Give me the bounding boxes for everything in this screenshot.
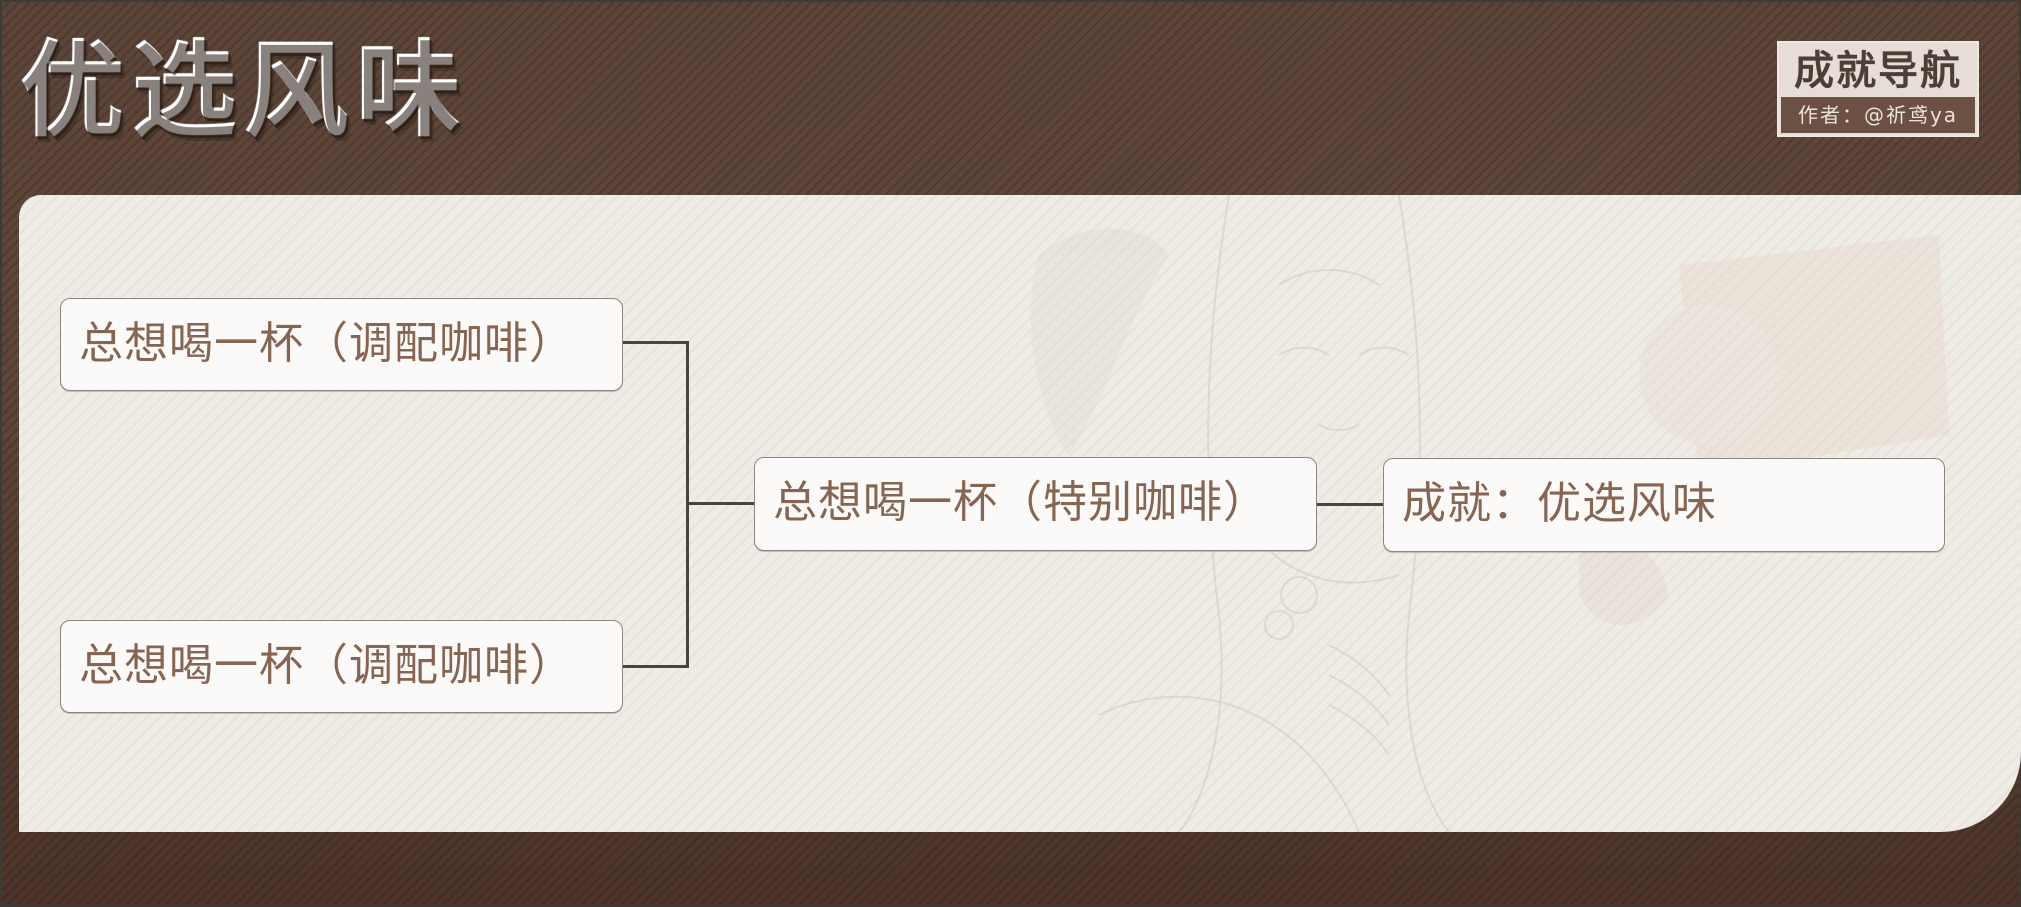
achievement-guide-badge: 成就导航 作者：@祈鸢ya xyxy=(1777,41,1979,137)
page-title: 优选风味 xyxy=(20,28,469,151)
diagram-panel: 总想喝一杯（调配咖啡） 总想喝一杯（调配咖啡） 总想喝一杯（特别咖啡） 成就：优… xyxy=(19,195,2021,832)
character-illustration-icon xyxy=(1030,195,1949,832)
node-special-coffee: 总想喝一杯（特别咖啡） xyxy=(754,457,1317,551)
connector-a2-horizontal xyxy=(622,665,689,668)
node-achievement: 成就：优选风味 xyxy=(1383,458,1945,552)
badge-title: 成就导航 xyxy=(1794,48,1962,94)
connector-to-b-horizontal xyxy=(686,502,754,505)
node-mixed-coffee-bottom: 总想喝一杯（调配咖啡） xyxy=(60,620,623,713)
node-mixed-coffee-top: 总想喝一杯（调配咖啡） xyxy=(60,298,623,391)
connector-b-to-c xyxy=(1316,503,1383,506)
connector-a1-horizontal xyxy=(622,341,689,344)
badge-author: 作者：@祈鸢ya xyxy=(1781,97,1975,133)
